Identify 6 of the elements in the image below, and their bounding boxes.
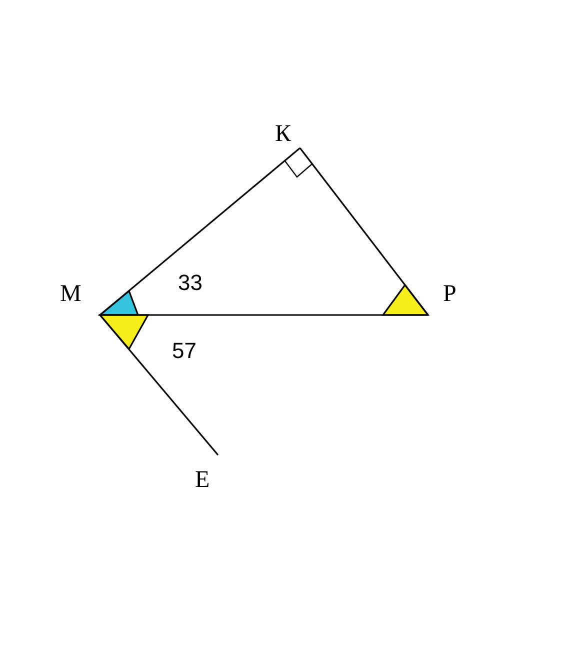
vertex-label: М xyxy=(60,282,82,306)
vertex-label: К xyxy=(275,122,292,146)
angle-value: 33 xyxy=(178,272,202,294)
vertex-label: Е xyxy=(195,468,210,492)
angle-value: 57 xyxy=(172,340,196,362)
vertex-label: Р xyxy=(443,282,456,306)
